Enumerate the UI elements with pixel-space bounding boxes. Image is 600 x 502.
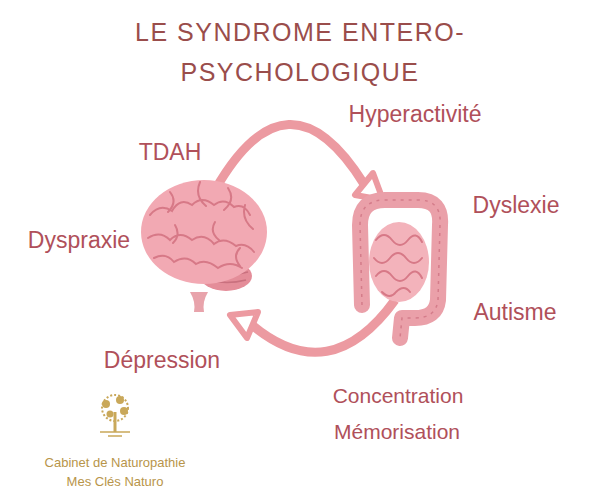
logo-text: Cabinet de Naturopathie xyxy=(45,455,186,470)
symptom-label: Concentration xyxy=(333,384,464,408)
symptom-label: Mémorisation xyxy=(334,420,460,444)
cycle-arrow xyxy=(215,124,364,190)
intestine-illustration xyxy=(360,200,440,338)
condition-label: Hyperactivité xyxy=(349,101,482,128)
condition-label: Dépression xyxy=(104,347,220,374)
condition-label: TDAH xyxy=(139,139,202,166)
condition-label: Dyspraxie xyxy=(28,227,130,254)
logo-text: Mes Clés Naturo xyxy=(67,474,164,489)
cycle-arrow xyxy=(252,300,395,352)
condition-label: Dyslexie xyxy=(473,192,560,219)
condition-label: Autisme xyxy=(473,299,556,326)
brain-illustration xyxy=(141,180,267,312)
logo-tree xyxy=(100,395,130,436)
arrow-head xyxy=(230,312,258,338)
diagram-title: LE SYNDROME ENTERO-PSYCHOLOGIQUE xyxy=(85,12,515,92)
